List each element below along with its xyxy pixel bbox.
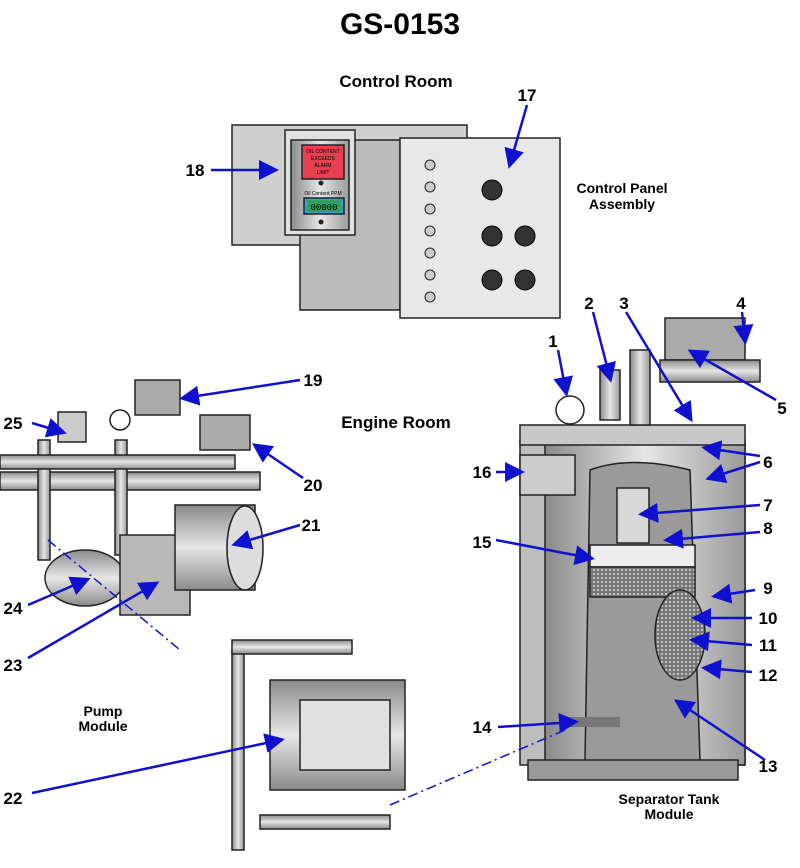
- callout-arrows: [27, 104, 777, 795]
- control-panel-label: Control Panel: [576, 180, 667, 196]
- control-panel-assembly: OIL CONTENT EXCEEDS ALARM LIMIT Oil Cont…: [231, 124, 561, 319]
- callout-19: 19: [304, 371, 323, 390]
- callout-4: 4: [736, 294, 746, 313]
- separator-tank-label: Module: [645, 806, 694, 822]
- callout-20: 20: [304, 476, 323, 495]
- separator-tank-label: Separator Tank: [619, 791, 720, 807]
- pump-module-label: Module: [79, 718, 128, 734]
- alarm-indicator: [301, 144, 345, 180]
- callout-15: 15: [473, 533, 492, 552]
- callout-18: 18: [186, 161, 205, 180]
- callout-25: 25: [4, 414, 23, 433]
- separator-tank: [519, 317, 761, 781]
- diagram-title: GS-0153: [340, 8, 460, 41]
- ppm-display: 00000: [310, 203, 337, 213]
- callout-11: 11: [759, 636, 777, 655]
- callout-8: 8: [763, 519, 772, 538]
- control-panel-label: Assembly: [589, 196, 655, 212]
- callout-21: 21: [302, 516, 321, 535]
- callout-1: 1: [548, 332, 557, 351]
- callout-10: 10: [759, 609, 778, 628]
- callout-12: 12: [759, 666, 778, 685]
- callout-7: 7: [763, 496, 772, 515]
- control-room-label: Control Room: [339, 72, 452, 91]
- callout-5: 5: [777, 399, 786, 418]
- callout-17: 17: [518, 86, 537, 105]
- alarm-text: OIL CONTENT: [306, 149, 339, 155]
- engine-room-label: Engine Room: [341, 413, 451, 432]
- callout-24: 24: [4, 599, 23, 618]
- callout-13: 13: [759, 757, 778, 776]
- callout-3: 3: [619, 294, 628, 313]
- pump-module-label: Pump: [84, 703, 123, 719]
- callout-14: 14: [473, 718, 492, 737]
- callout-2: 2: [584, 294, 593, 313]
- callout-22: 22: [4, 789, 23, 808]
- ppm-label: Oil Content PPM: [304, 191, 341, 197]
- callout-6: 6: [763, 453, 772, 472]
- alarm-text: ALARM: [314, 163, 331, 169]
- callout-numbers: 1 2 3 4 5 6 7 8 9 10 11 12 13 14 15 16 1…: [4, 86, 787, 808]
- alarm-text: LIMIT: [317, 170, 330, 176]
- callout-23: 23: [4, 656, 23, 675]
- callout-9: 9: [763, 579, 772, 598]
- alarm-text: EXCEEDS: [311, 156, 336, 162]
- callout-16: 16: [473, 463, 492, 482]
- pump-module: [0, 379, 566, 851]
